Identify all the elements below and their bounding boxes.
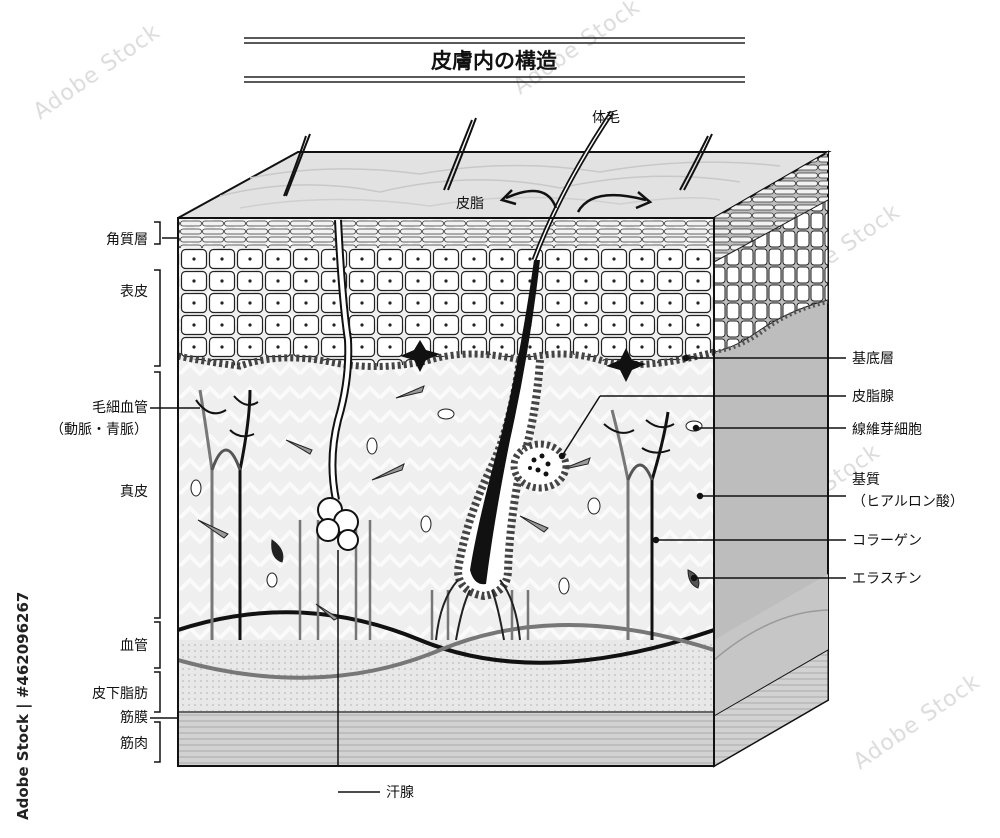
label-hair: 体毛 [592, 110, 620, 126]
label-elastin: エラスチン [852, 571, 922, 587]
hair-follicle [435, 260, 570, 641]
label-muscle: 筋肉 [120, 735, 148, 752]
right-leaders [558, 354, 846, 582]
muscle-layer [178, 712, 714, 766]
epidermis-layer [178, 248, 714, 367]
label-sweat-gland: 汗腺 [386, 785, 414, 801]
sweat-gland [316, 219, 359, 766]
label-collagen: コラーゲン [852, 533, 922, 549]
label-stratum-corneum: 角質層 [106, 232, 148, 248]
stock-id: Adobe Stock | #462096267 [14, 592, 33, 820]
svg-text:Adobe Stock: Adobe Stock [29, 19, 165, 125]
label-capillaries-detail: （動脈・青脈） [50, 422, 148, 438]
label-dermis: 真皮 [120, 484, 148, 500]
capillary-loop-right [603, 409, 675, 640]
label-epidermis: 表皮 [120, 284, 148, 300]
label-sebum: 皮脂 [456, 196, 484, 212]
label-blood-vessels: 血管 [120, 638, 148, 654]
skin-block [177, 110, 832, 768]
left-brackets [150, 221, 200, 763]
sebaceous-gland [510, 440, 570, 492]
label-subcutaneous-fat: 皮下脂肪 [92, 686, 148, 702]
title-block: 皮膚内の構造 [244, 37, 745, 83]
label-matrix: 基質 [852, 471, 880, 488]
label-capillaries: 毛細血管 [92, 400, 148, 416]
basal-layer [178, 348, 714, 371]
label-fibroblast: 線維芽細胞 [852, 422, 922, 438]
label-sebaceous-gland: 皮脂腺 [852, 389, 894, 405]
page-title: 皮膚内の構造 [431, 49, 558, 73]
svg-text:Adobe Stock: Adobe Stock [849, 669, 985, 775]
sebum-arrows [499, 189, 653, 213]
capillary-loop-left [195, 389, 259, 640]
label-basal-layer: 基底層 [852, 350, 894, 367]
label-fascia: 筋膜 [120, 709, 148, 726]
label-matrix-detail: （ヒアルロン酸） [852, 494, 964, 510]
